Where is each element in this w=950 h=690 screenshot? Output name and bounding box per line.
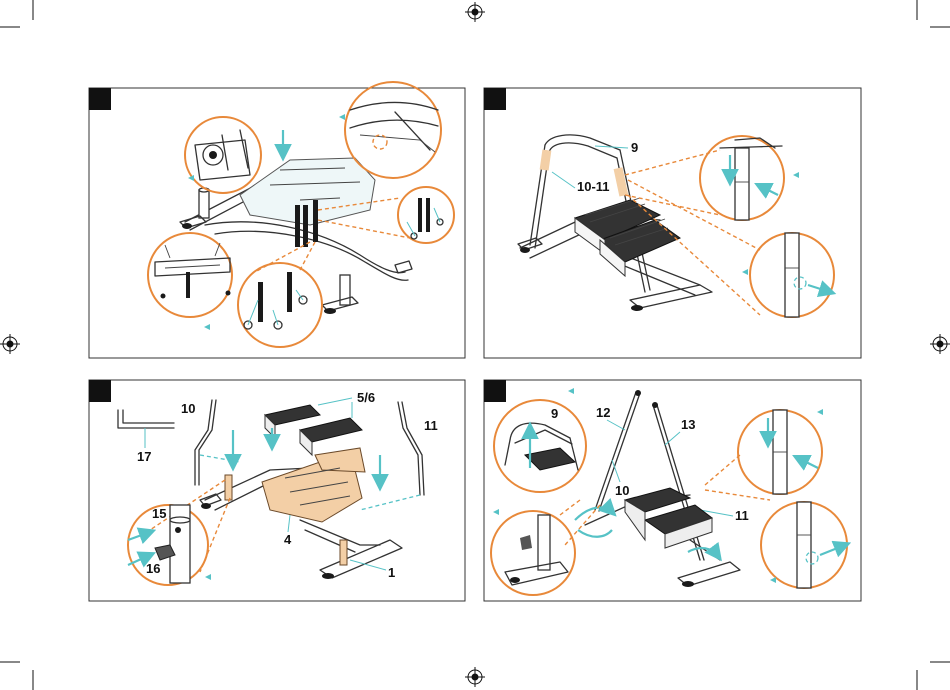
label-knob: 16: [146, 561, 160, 576]
arrow-icon: [793, 172, 799, 178]
label-allen-key: 17: [137, 449, 151, 464]
pedal-icon: [625, 488, 712, 548]
arrow-icon: [760, 186, 778, 195]
label-handlebar: 9: [631, 140, 638, 155]
detail-circle-underside: [148, 233, 232, 330]
spring-icon: [295, 200, 318, 247]
arrow-icon: [817, 409, 823, 415]
label-pedals: 5/6: [357, 390, 375, 405]
label-poles: 10-11: [577, 179, 610, 194]
label-handlebar: 9: [551, 406, 558, 421]
label-knob-screw: 15: [152, 506, 166, 521]
arrow-icon: [568, 388, 574, 394]
detail-circle-handlebar-top: [700, 136, 799, 220]
label-pole-a: 12: [596, 405, 610, 420]
arrow-icon: [798, 458, 818, 468]
stepper-drawing: 9 10-11: [518, 135, 760, 315]
registration-mark-icon: [0, 334, 20, 354]
step-panel-2: 9 10-11: [484, 88, 861, 358]
arrow-icon: [205, 574, 211, 580]
arrow-icon: [578, 530, 612, 537]
registration-mark-icon: [930, 334, 950, 354]
detail-circle-roller: [185, 117, 261, 193]
step-marker: [89, 380, 111, 402]
label-pole-c: 10: [615, 483, 629, 498]
detail-circle-pin: [761, 502, 847, 588]
arrow-icon: [493, 509, 499, 515]
arrow-icon: [820, 545, 845, 555]
detail-circle-spring-hooks: [398, 187, 454, 243]
registration-mark-icon: [465, 667, 485, 687]
arrow-icon: [204, 324, 210, 330]
label-pole-left: 10: [181, 401, 195, 416]
registration-mark-icon: [465, 2, 485, 22]
label-pole-right: 11: [424, 418, 438, 433]
label-pole-d: 11: [735, 508, 749, 523]
step-panel-4: 12 13 10 11 9: [484, 380, 861, 601]
label-cover: 4: [284, 532, 292, 547]
step-marker: [484, 380, 506, 402]
arrow-icon: [575, 507, 612, 520]
detail-circle-knob: [491, 509, 575, 595]
arrow-icon: [339, 114, 345, 120]
detail-circle-knob: 15 16: [128, 505, 211, 585]
allen-key-icon: 17: [118, 410, 174, 464]
pedal-icon: [575, 198, 680, 276]
step-marker: [89, 88, 111, 110]
detail-circle-handlebar: 9: [494, 388, 586, 492]
step-panel-3: 17 10 11 5/6 4: [89, 380, 465, 601]
step-marker: [484, 88, 506, 110]
detail-circle-pin: [742, 233, 834, 317]
step-panel-1: [89, 82, 465, 358]
arrow-icon: [770, 577, 776, 583]
arrow-icon: [128, 532, 150, 540]
label-base: 1: [388, 565, 395, 580]
detail-circle-springs: [238, 263, 322, 347]
detail-circle-pole-top: [738, 409, 823, 494]
pedal-icon: [265, 405, 362, 455]
arrow-icon: [742, 269, 748, 275]
arrow-icon: [808, 285, 830, 292]
label-pole-b: 13: [681, 417, 695, 432]
